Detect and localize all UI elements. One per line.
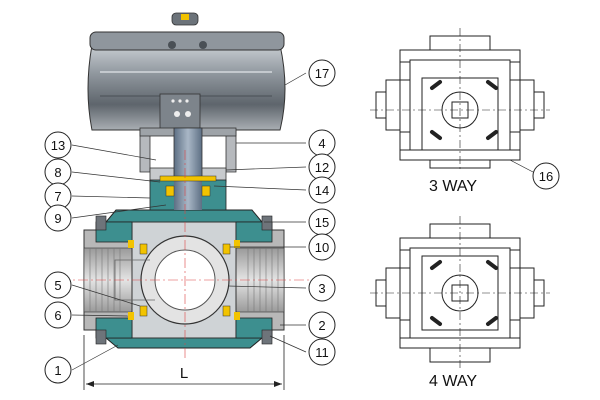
indicator-mark [181, 14, 189, 20]
stem-seal [201, 185, 211, 197]
svg-text:10: 10 [315, 240, 329, 255]
svg-text:4: 4 [318, 136, 325, 151]
three-way-label: 3 WAY [429, 178, 477, 195]
svg-text:5: 5 [54, 278, 61, 293]
callout-15: 15 [308, 208, 336, 236]
callout-4: 4 [308, 129, 336, 157]
seat-seal [222, 305, 231, 317]
dimension-l: L [83, 335, 285, 390]
svg-text:8: 8 [54, 165, 61, 180]
svg-text:7: 7 [54, 189, 61, 204]
svg-text:14: 14 [315, 183, 329, 198]
svg-text:12: 12 [315, 160, 329, 175]
actuator-bolt [168, 41, 176, 49]
svg-text:13: 13 [51, 138, 65, 153]
body-bolt [95, 329, 107, 345]
body-bolt [95, 215, 107, 231]
svg-text:1: 1 [54, 363, 61, 378]
actuator-bolt [199, 41, 207, 49]
leader-lines [71, 72, 307, 371]
actuator-housing [87, 44, 286, 131]
dimension-label: L [180, 365, 188, 382]
body-top-plate [104, 209, 264, 223]
seat-seal [139, 305, 148, 317]
seat-seal [139, 243, 148, 255]
callout-10: 10 [308, 233, 336, 261]
callout-3: 3 [308, 274, 336, 302]
callout-16: 16 [532, 162, 560, 190]
svg-text:2: 2 [318, 318, 325, 333]
svg-text:11: 11 [315, 345, 329, 360]
stem-seal [165, 185, 175, 197]
svg-text:15: 15 [315, 215, 329, 230]
four-way-label: 4 WAY [429, 373, 477, 390]
callout-13: 13 [44, 131, 72, 159]
svg-text:16: 16 [539, 169, 553, 184]
actuator [87, 12, 286, 131]
actuator-top-cap [89, 31, 285, 51]
stem-washer [159, 175, 217, 182]
seat-seal [222, 243, 231, 255]
callout-5: 5 [44, 271, 72, 299]
four-way-view [370, 216, 550, 368]
body-bolt [261, 329, 273, 345]
svg-text:17: 17 [315, 66, 329, 81]
svg-text:6: 6 [54, 308, 61, 323]
callout-2: 2 [308, 311, 336, 339]
callout-17: 17 [308, 59, 336, 87]
valve-body [60, 150, 320, 360]
callout-9: 9 [44, 204, 72, 232]
callout-14: 14 [308, 176, 336, 204]
three-way-view [370, 28, 550, 173]
callout-11: 11 [308, 338, 336, 366]
svg-text:3: 3 [318, 281, 325, 296]
body-bottom-plate [104, 337, 264, 349]
callout-8: 8 [44, 158, 72, 186]
body-bolt [261, 215, 273, 231]
svg-text:9: 9 [54, 211, 61, 226]
callout-12: 12 [308, 153, 336, 181]
callout-1: 1 [44, 356, 72, 384]
callout-6: 6 [44, 301, 72, 329]
